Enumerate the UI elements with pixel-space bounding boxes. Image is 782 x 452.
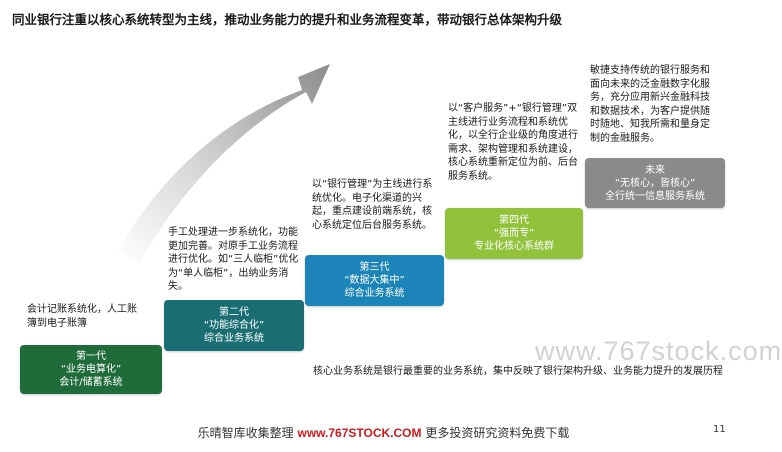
stage-gen4-name: 第四代 [499,215,529,226]
watermark: www.767stock.com [535,336,782,366]
footer-url: www.767STOCK.COM [297,426,422,440]
stage-gen1-slogan: “业务电算化” [60,364,122,375]
stage-gen2-system: 综合业务系统 [204,333,264,344]
stage-future-system: 全行统一信息服务系统 [605,190,705,202]
stage-gen1-system: 会计/储蓄系统 [59,377,123,388]
desc-gen1: 会计记账系统化，人工账簿到电子账簿 [27,304,137,329]
stage-gen3: 第三代 “数据大集中” 综合业务系统 [305,255,444,306]
stage-gen3-system: 综合业务系统 [344,288,405,299]
stage-future-slogan: “无核心，皆核心” [614,177,696,189]
footer-suffix: 更多投资研究资料免费下载 [425,426,570,440]
desc-gen2: 手工处理进一步系统化，功能更加完善。对原手工业务流程进行优化。如“三人临柜”优化… [168,227,299,292]
stage-gen3-name: 第三代 [359,262,390,273]
stage-gen2: 第二代 “功能综合化” 综合业务系统 [164,300,304,351]
summary-text: 核心业务系统是银行最重要的业务系统，集中反映了银行架构升级、业务能力提升的发展历… [313,366,723,377]
page-number: 11 [713,424,726,435]
desc-gen3: 以“银行管理”为主线进行系统优化。电子化渠道的兴起，重点建设前端系统，核心系统定… [312,179,433,231]
page-title: 同业银行注重以核心系统转型为主线，推动业务能力的提升和业务流程变革，带动银行总体… [12,12,563,27]
stage-gen4-system: 专业化核心系统群 [474,241,554,252]
desc-gen4: 以“客户服务”+“银行管理”双主线进行业务流程和系统优化，以全行企业级的角度进行… [448,103,578,182]
stage-gen4-slogan: “强而专” [493,228,535,239]
footer-prefix: 乐晴智库收集整理 [197,426,294,440]
desc-future: 敏捷支持传统的银行服务和面向未来的泛金融数字化服务，充分应用新兴金融科技和数据技… [590,65,710,144]
stage-gen1-name: 第一代 [76,351,106,362]
footer: 乐晴智库收集整理 www.767STOCK.COM 更多投资研究资料免费下载 [0,424,767,441]
stage-future: 未来 “无核心，皆核心” 全行统一信息服务系统 [585,158,725,208]
stage-gen3-slogan: “数据大集中” [344,275,405,286]
stage-future-name: 未来 [645,164,665,176]
stage-gen2-slogan: “功能综合化” [203,320,265,331]
stage-gen4: 第四代 “强而专” 专业化核心系统群 [445,208,583,259]
stage-gen2-name: 第二代 [219,307,249,318]
stage-gen1: 第一代 “业务电算化” 会计/储蓄系统 [20,345,162,394]
